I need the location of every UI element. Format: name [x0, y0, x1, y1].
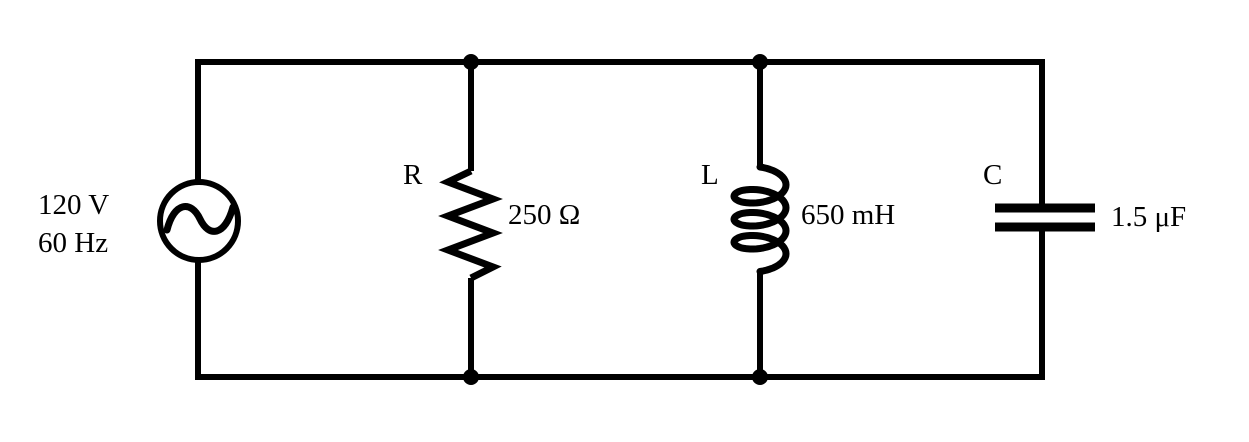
- ac-source-icon: [157, 179, 241, 263]
- inductor-coil: [730, 163, 790, 275]
- resistor-zigzag-icon: [438, 167, 503, 282]
- junction-dot-top-inductor: [752, 54, 768, 70]
- inductor-ref-label: L: [701, 159, 719, 191]
- junction-dot-top-resistor: [463, 54, 479, 70]
- resistor-ref-label: R: [403, 159, 423, 191]
- junction-dot-bottom-inductor: [752, 369, 768, 385]
- source-frequency-label: 60 Hz: [38, 227, 109, 259]
- junction-dot-bottom-resistor: [463, 369, 479, 385]
- capacitor-value-label: 1.5 μF: [1111, 201, 1187, 233]
- resistor-value-label: 250 Ω: [508, 199, 581, 231]
- source-voltage-label: 120 V: [38, 189, 110, 221]
- capacitor-ref-label: C: [983, 159, 1003, 191]
- source-label: 120 V 60 Hz: [38, 186, 109, 262]
- inductor-value-label: 650 mH: [801, 199, 896, 231]
- sine-wave-icon: [163, 203, 237, 235]
